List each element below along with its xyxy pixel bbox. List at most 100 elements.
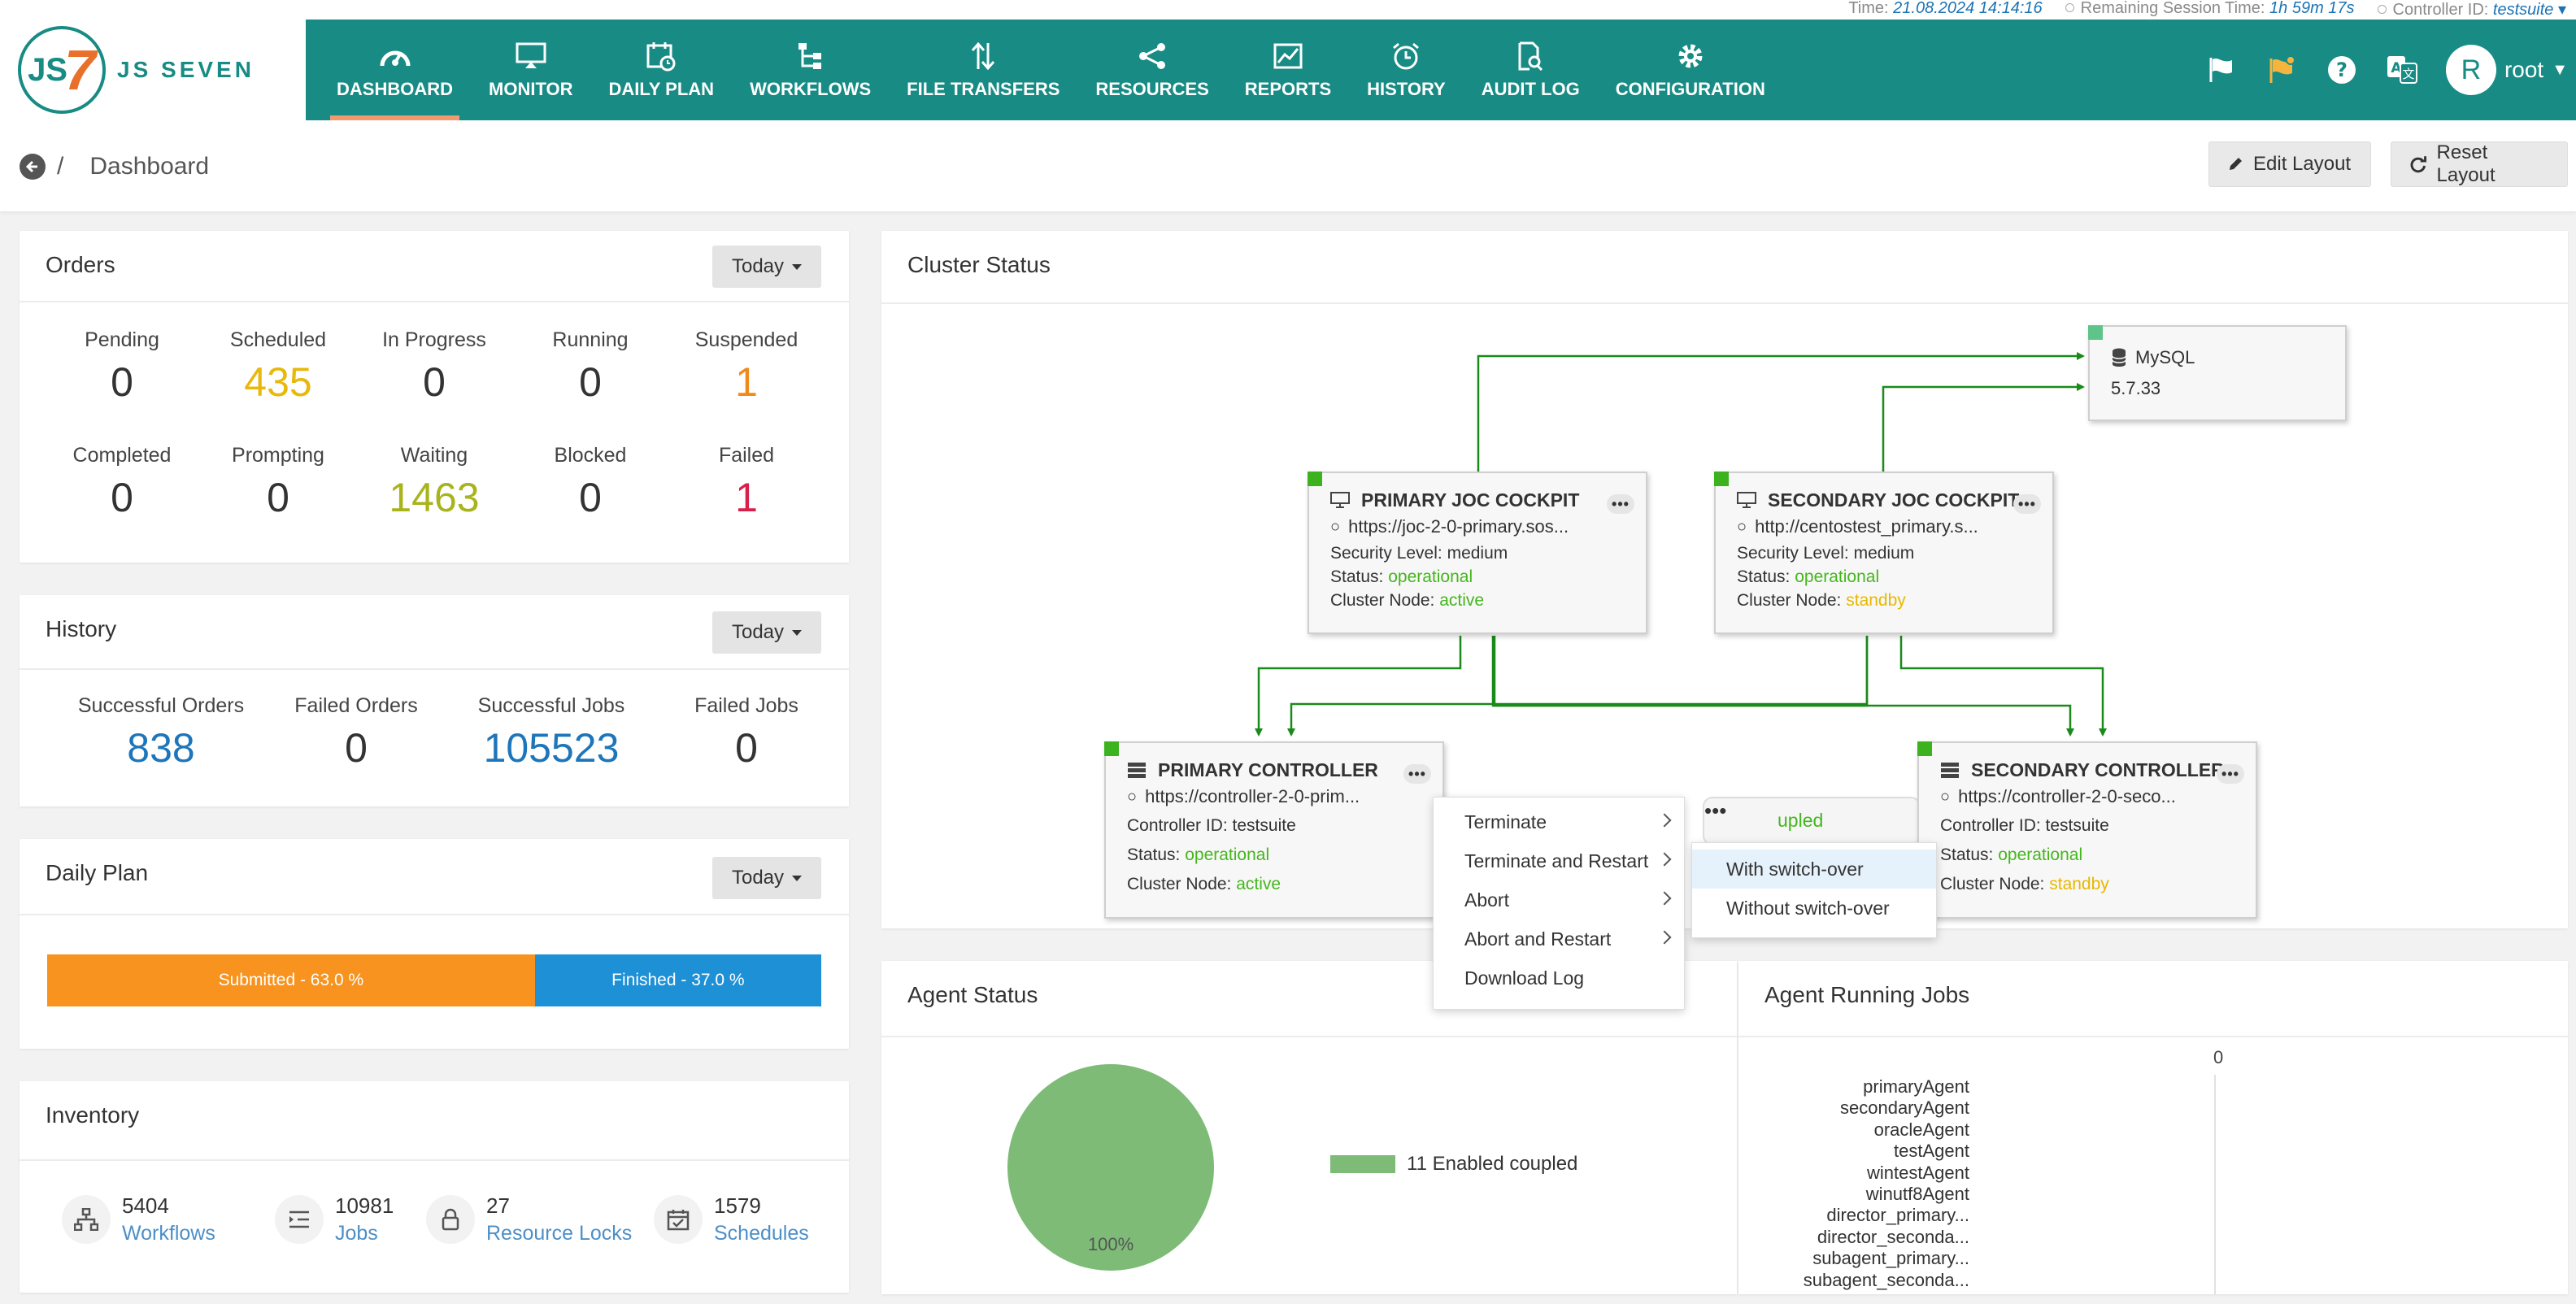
- agent-label[interactable]: testAgent: [1894, 1141, 1969, 1162]
- agent-running-jobs-panel: Agent Running Jobs 0 primaryAgent second…: [1738, 961, 2568, 1294]
- submenu-without-switch-over[interactable]: Without switch-over: [1726, 897, 1890, 919]
- nav-monitor[interactable]: MONITOR: [471, 20, 590, 120]
- primary-joc-node[interactable]: PRIMARY JOC COCKPIT ••• ○https://joc-2-0…: [1308, 472, 1647, 634]
- edit-layout-button[interactable]: Edit Layout: [2208, 141, 2371, 187]
- workflow-tree-icon: [794, 40, 827, 72]
- help-icon[interactable]: ?: [2326, 54, 2358, 86]
- secondary-controller-node[interactable]: SECONDARY CONTROLLER ••• ○https://contro…: [1917, 741, 2257, 919]
- primary-controller-more-button[interactable]: •••: [1403, 764, 1431, 784]
- pencil-icon: [2230, 158, 2242, 170]
- primary-joc-more-button[interactable]: •••: [1607, 494, 1634, 514]
- back-arrow-icon[interactable]: [20, 154, 46, 180]
- menu-item-abort-and-restart[interactable]: Abort and Restart: [1434, 919, 1684, 958]
- primary-controller-node[interactable]: PRIMARY CONTROLLER ••• ○https://controll…: [1104, 741, 1444, 919]
- pie-slice-enabled-coupled[interactable]: [1007, 1064, 1214, 1271]
- flag-icon[interactable]: [2205, 54, 2238, 86]
- agent-label[interactable]: wintestAgent: [1867, 1162, 1969, 1183]
- svg-text:?: ?: [2336, 59, 2348, 81]
- menu-item-download-log[interactable]: Download Log: [1464, 967, 1585, 989]
- orders-filter-dropdown[interactable]: Today: [712, 246, 821, 288]
- axis-line: [2214, 1075, 2216, 1294]
- secondary-joc-node[interactable]: SECONDARY JOC COCKPIT ••• ○http://centos…: [1714, 472, 2054, 634]
- nav-daily-plan[interactable]: DAILY PLAN: [590, 20, 732, 120]
- daily-plan-filter-dropdown[interactable]: Today: [712, 857, 821, 899]
- database-node[interactable]: MySQL 5.7.33: [2088, 325, 2347, 421]
- breadcrumb-bar: / Dashboard Edit Layout Reset Layout: [0, 120, 2576, 211]
- notification-flag-icon[interactable]: [2265, 54, 2298, 86]
- legend-swatch: [1330, 1155, 1395, 1173]
- menu-item-abort[interactable]: Abort: [1434, 880, 1684, 919]
- workflow-icon: [62, 1195, 111, 1244]
- cluster-coupled-pill[interactable]: upled •••: [1703, 797, 1921, 845]
- line-chart-icon: [1272, 40, 1304, 72]
- user-name: root: [2504, 57, 2544, 82]
- nav-history[interactable]: HISTORY: [1349, 20, 1464, 120]
- agent-label[interactable]: subagent_primary...: [1812, 1248, 1969, 1269]
- server-icon: [1941, 763, 1959, 778]
- menu-item-terminate-and-restart[interactable]: Terminate and Restart: [1434, 841, 1684, 880]
- primary-joc-url: https://joc-2-0-primary.sos...: [1348, 516, 1569, 537]
- nav-file-transfers[interactable]: FILE TRANSFERS: [889, 20, 1077, 120]
- agent-label[interactable]: director_primary...: [1826, 1205, 1969, 1226]
- user-menu[interactable]: R root ▼: [2445, 45, 2568, 95]
- plan-submitted-segment[interactable]: Submitted - 63.0 %: [47, 954, 535, 1006]
- nav-audit-log[interactable]: AUDIT LOG: [1464, 20, 1598, 120]
- database-icon: [2112, 348, 2126, 367]
- nav-dashboard[interactable]: DASHBOARD: [319, 20, 471, 120]
- agent-label[interactable]: director_seconda...: [1817, 1226, 1969, 1247]
- avatar: R: [2445, 45, 2496, 95]
- secondary-joc-more-button[interactable]: •••: [2013, 494, 2041, 514]
- menu-item-terminate[interactable]: Terminate: [1434, 802, 1684, 841]
- refresh-icon: [2410, 156, 2427, 173]
- submenu-with-switch-over[interactable]: With switch-over: [1692, 850, 1936, 889]
- secondary-controller-more-button[interactable]: •••: [2217, 764, 2244, 784]
- cluster-more-button[interactable]: •••: [1704, 798, 1727, 823]
- agent-label[interactable]: secondaryAgent: [1840, 1098, 1969, 1119]
- history-filter-dropdown[interactable]: Today: [712, 611, 821, 654]
- share-nodes-icon: [1136, 40, 1168, 72]
- agent-label[interactable]: subagent_seconda...: [1803, 1269, 1969, 1290]
- linux-icon: ○: [1940, 787, 1951, 806]
- chevron-right-icon: [1657, 813, 1672, 828]
- agent-label[interactable]: oracleAgent: [1873, 1119, 1969, 1140]
- agent-label[interactable]: winutf8Agent: [1865, 1184, 1969, 1205]
- nav-configuration[interactable]: CONFIGURATION: [1598, 20, 1783, 120]
- agent-label[interactable]: primaryAgent: [1863, 1076, 1969, 1097]
- agent-status-legend[interactable]: 11 Enabled coupled: [1330, 1153, 1577, 1176]
- nav-workflows[interactable]: WORKFLOWS: [732, 20, 889, 120]
- controller-selector[interactable]: Controller ID: testsuite ▾: [2377, 0, 2566, 20]
- inventory-title: Inventory: [46, 1102, 140, 1128]
- reset-layout-button[interactable]: Reset Layout: [2391, 141, 2568, 187]
- database-name: MySQL: [2135, 347, 2195, 367]
- agent-running-jobs-title: Agent Running Jobs: [1764, 982, 1970, 1007]
- plan-finished-segment[interactable]: Finished - 37.0 %: [534, 954, 821, 1006]
- nav-reports[interactable]: REPORTS: [1227, 20, 1349, 120]
- switch-over-submenu: With switch-over Without switch-over: [1691, 842, 1937, 938]
- page-title: Dashboard: [89, 153, 210, 180]
- svg-text:文: 文: [2402, 67, 2414, 81]
- nav-resources[interactable]: RESOURCES: [1077, 20, 1226, 120]
- chevron-right-icon: [1657, 891, 1672, 906]
